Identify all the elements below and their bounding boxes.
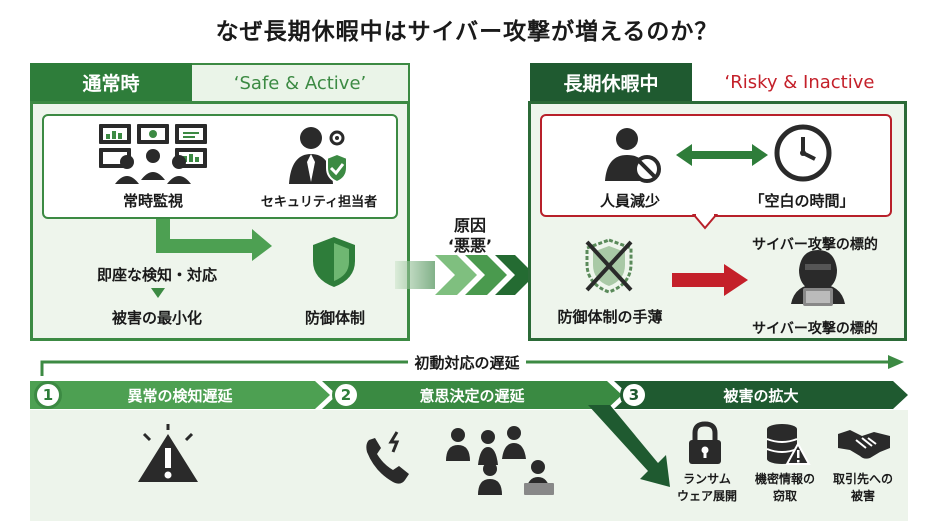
vacation-tab: 長期休暇中: [530, 63, 692, 101]
crossed-shield-icon: [585, 238, 633, 294]
normal-tab: 通常時: [30, 63, 192, 101]
weak-defense-label: 防御体制の手薄: [557, 308, 663, 326]
monitoring-label: 常時監視: [122, 192, 183, 210]
step-2-label: 意思決定の遅延: [419, 386, 525, 405]
vacation-subtitle: ‘Risky & Inactive: [692, 63, 907, 101]
target-bottom-label: サイバー攻撃の標的: [752, 321, 878, 337]
target-top-label: サイバー攻撃の標的: [752, 237, 878, 253]
staff-reduction-label: 人員減少: [599, 192, 660, 210]
step-3-band: 被害の拡大: [614, 381, 908, 409]
clock-icon: [774, 124, 832, 182]
cause-chevrons-icon: [395, 255, 535, 295]
handshake-icon: [838, 430, 890, 459]
ransomware-label-2: ウェア展開: [676, 489, 737, 503]
timeline-label: 初動対応の遅延: [408, 354, 526, 372]
blank-time-label: 「空白の時間」: [749, 192, 855, 210]
security-staff-icon: [289, 127, 348, 184]
ransomware-label-1: ランサム: [683, 472, 731, 486]
step-2-number: 2: [332, 381, 360, 409]
step-2-band: 意思決定の遅延: [322, 381, 622, 409]
cause-label: 原因: [453, 216, 486, 235]
callout-pointer-icon: [691, 212, 719, 230]
cause-sub-label: ‘悪悪’: [447, 236, 493, 255]
partner-damage-label-2: 被害: [850, 489, 875, 503]
detect-label: 即座な検知・対応: [96, 266, 217, 284]
escalation-arrow-icon: [588, 405, 670, 487]
staff-reduction-icon: [605, 128, 661, 183]
phone-icon: [366, 431, 409, 484]
flow-arrow-icon: [156, 219, 272, 261]
down-arrow-icon: [151, 288, 165, 298]
data-theft-label-2: 窃取: [772, 489, 797, 503]
normal-subtitle: ‘Safe & Active’: [192, 63, 410, 101]
monitoring-icon: [99, 124, 207, 184]
step-3-number: 3: [620, 381, 648, 409]
partner-damage-label-1: 取引先への: [832, 472, 893, 486]
timeline-arrow-icon: [40, 355, 904, 376]
step-3-label: 被害の拡大: [723, 386, 799, 405]
hacker-icon: [791, 250, 845, 306]
step-1-label: 異常の検知遅延: [127, 386, 233, 405]
security-staff-label: セキュリティ担当者: [260, 195, 378, 210]
double-arrow-icon: [676, 144, 768, 166]
database-warning-icon: [766, 424, 811, 465]
defense-label: 防御体制: [304, 309, 365, 327]
data-theft-label-1: 機密情報の: [754, 472, 815, 486]
step-1-number: 1: [34, 381, 62, 409]
step-1-band: 異常の検知遅延: [30, 381, 330, 409]
page-title: なぜ長期休暇中はサイバー攻撃が増えるのか？: [215, 19, 719, 45]
red-arrow-icon: [672, 264, 748, 296]
warning-icon: [138, 424, 198, 482]
scattered-people-icon: [446, 426, 554, 495]
lock-icon: [689, 421, 721, 464]
minimize-label: 被害の最小化: [111, 309, 202, 327]
shield-icon: [313, 237, 355, 287]
